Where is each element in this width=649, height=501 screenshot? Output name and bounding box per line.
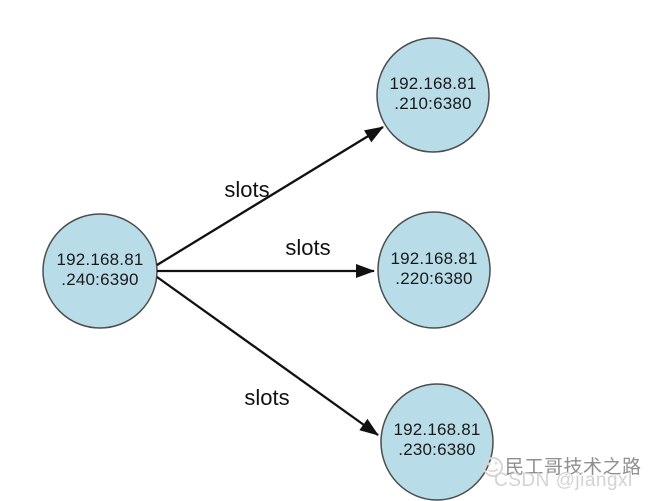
watermark-brand-text: 民工哥技术之路 bbox=[505, 457, 642, 478]
watermark: 民工哥技术之路 CSDN @jiangxl bbox=[478, 450, 649, 498]
node-target3-circle bbox=[380, 383, 494, 501]
node-target1-circle bbox=[376, 37, 490, 153]
node-target2-circle bbox=[377, 211, 491, 329]
edge-arrow-top bbox=[156, 126, 384, 266]
edge-arrow-bottom bbox=[156, 276, 379, 436]
watermark-csdn-text: CSDN @jiangxl bbox=[494, 470, 633, 491]
node-source-circle bbox=[42, 213, 158, 329]
csdn-logo-icon bbox=[483, 457, 503, 477]
